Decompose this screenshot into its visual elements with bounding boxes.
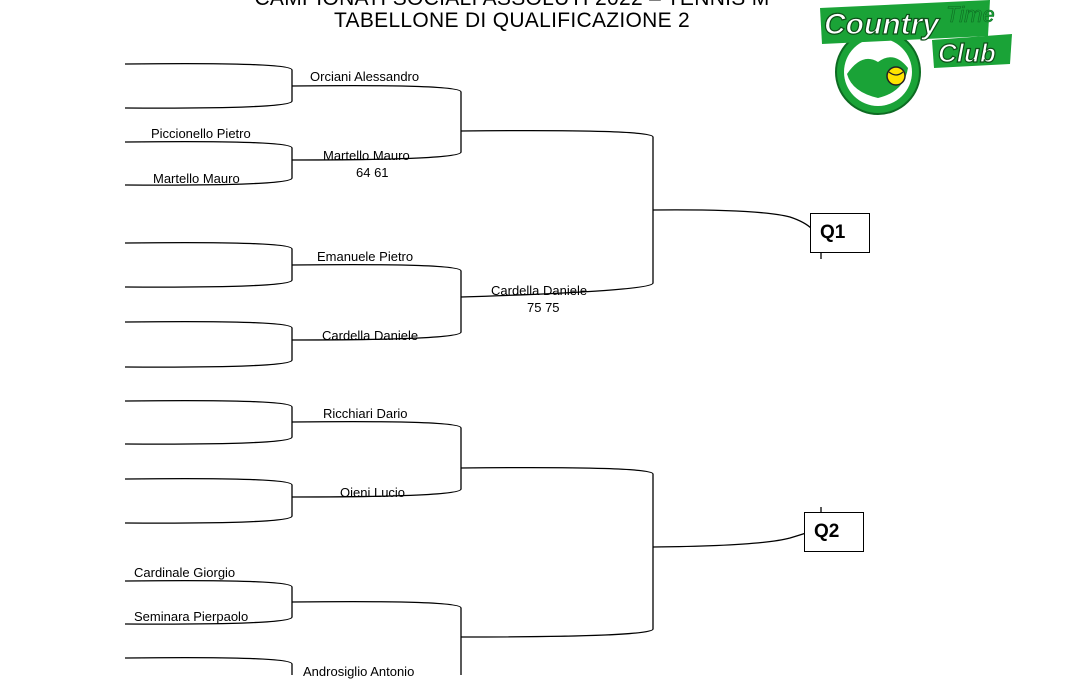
- bracket-connector: [291, 420, 462, 498]
- player-name: Seminara Pierpaolo: [134, 609, 249, 624]
- svg-text:Time: Time: [946, 2, 995, 27]
- svg-text:Country: Country: [824, 8, 940, 41]
- bracket-connector: [124, 241, 293, 288]
- bracket-connector: [652, 209, 813, 230]
- bracket-connector: [124, 140, 293, 186]
- bracket-connector: [124, 477, 293, 524]
- player-name: Oieni Lucio: [340, 485, 406, 500]
- bracket-connector: [291, 600, 462, 675]
- bracket-connector: [460, 466, 654, 638]
- bracket-connector: [124, 320, 293, 368]
- player-name: Piccionello Pietro: [151, 126, 251, 141]
- player-name: Cardinale Giorgio: [134, 565, 236, 580]
- page-subtitle: TABELLONE DI QUALIFICAZIONE 2: [333, 9, 691, 32]
- bracket-connector: [124, 62, 293, 109]
- bracket-connector: [124, 399, 293, 445]
- bracket-connector: [291, 263, 462, 341]
- bracket-connector: [291, 84, 462, 161]
- player-name: Androsiglio Antonio: [303, 664, 415, 679]
- match-score: 75 75: [527, 300, 560, 315]
- player-name: Martello Mauro: [323, 148, 410, 163]
- qualifier-box-q1: Q1: [810, 213, 870, 253]
- bracket-connector: [124, 656, 293, 675]
- player-name: Emanuele Pietro: [317, 249, 414, 264]
- player-name: Ricchiari Dario: [323, 406, 408, 421]
- match-score: 64 61: [356, 165, 389, 180]
- player-name: Martello Mauro: [153, 171, 240, 186]
- page-title: CAMPIONATI SOCIALI ASSOLUTI 2022 – TENNI…: [0, 0, 1052, 11]
- bracket-connector: [652, 532, 807, 548]
- country-club-logo: Country Club Time: [820, 0, 1012, 115]
- player-name: Orciani Alessandro: [310, 69, 420, 84]
- player-name: Cardella Daniele: [491, 283, 588, 298]
- bracket-connector: [460, 129, 654, 298]
- qualifier-box-q2: Q2: [804, 512, 864, 552]
- svg-text:Club: Club: [938, 38, 996, 68]
- player-name: Cardella Daniele: [322, 328, 419, 343]
